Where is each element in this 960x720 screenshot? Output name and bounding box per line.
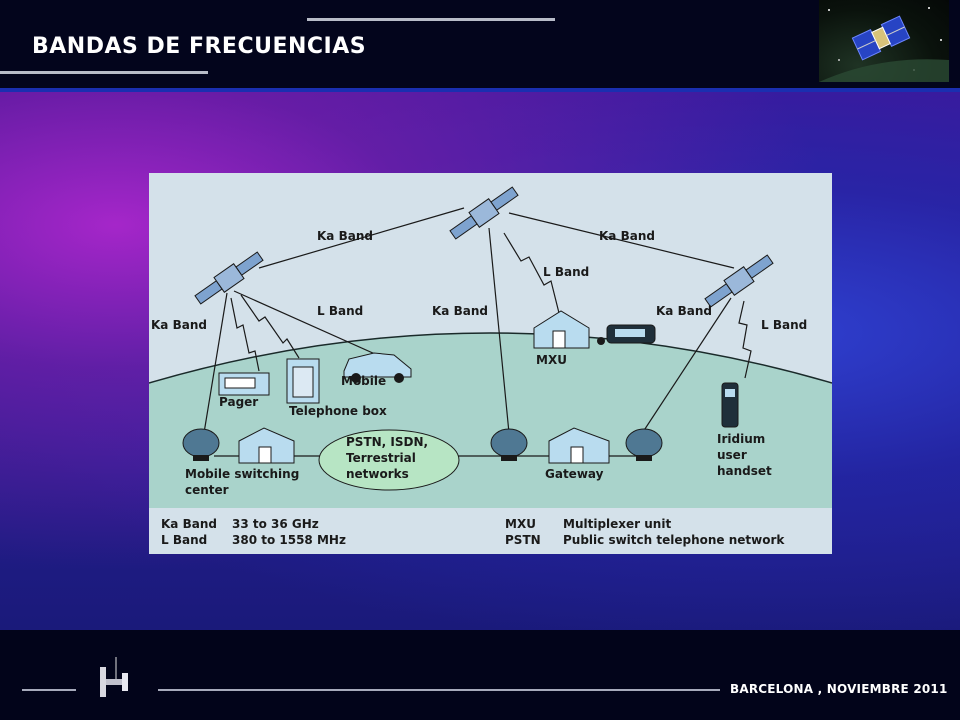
label-pager: Pager: [219, 395, 258, 409]
footer-bar: [0, 630, 960, 720]
legend-background: [149, 508, 832, 554]
pager-icon: [218, 372, 270, 396]
gateway-antenna-right-icon: [625, 428, 663, 461]
pstn-network-icon: [318, 429, 460, 491]
space-station-svg: [100, 657, 128, 697]
mxu-house-icon: [533, 310, 590, 349]
link-ka-right: [638, 297, 732, 439]
label-pstn-line2: Terrestrial: [346, 451, 416, 465]
link-ka-center: [488, 227, 510, 434]
label-ka-top-left: Ka Band: [317, 229, 373, 243]
link-l-handset: [738, 300, 752, 379]
footer-rule-left: [22, 689, 76, 691]
legend-ka-key: Ka Band: [161, 517, 217, 531]
satellite-right-icon: [704, 254, 774, 308]
link-ka-left: [203, 292, 228, 434]
label-l-right: L Band: [761, 318, 807, 332]
label-iridium-line3: handset: [717, 464, 772, 478]
iridium-network-diagram: Ka Band Ka Band L Band L Band Ka Band Ka…: [149, 173, 832, 554]
label-msc-line1: Mobile switching: [185, 467, 299, 481]
label-mxu: MXU: [536, 353, 567, 367]
label-iridium-line2: user: [717, 448, 747, 462]
label-telephone-box: Telephone box: [289, 404, 387, 418]
band-top-rule: [0, 88, 960, 92]
footer-rule-main: [158, 689, 720, 691]
footer-location-date: BARCELONA , NOVIEMBRE 2011: [730, 682, 948, 696]
link-ka-top-left: [258, 207, 465, 269]
label-gateway: Gateway: [545, 467, 604, 481]
msc-antenna-icon: [182, 428, 220, 461]
satellite-thumbnail: [819, 0, 949, 82]
label-ka-left: Ka Band: [151, 318, 207, 332]
satellite-center-icon: [449, 186, 519, 240]
link-l-phonebox: [240, 294, 300, 359]
link-l-mxu: [503, 232, 560, 314]
iridium-handset-icon: [721, 382, 739, 428]
label-mobile: Mobile: [341, 374, 386, 388]
satellite-icon: [819, 7, 949, 82]
legend-pstn-key: PSTN: [505, 533, 541, 547]
label-msc-line2: center: [185, 483, 229, 497]
earth-surface: [149, 333, 832, 554]
slide-title: BANDAS DE FRECUENCIAS: [32, 34, 367, 59]
label-pstn-line1: PSTN, ISDN,: [346, 435, 428, 449]
header-rule-bottom: [0, 71, 208, 74]
mobile-car-icon: [343, 352, 412, 383]
link-l-pager: [230, 297, 260, 372]
label-l-center: L Band: [543, 265, 589, 279]
legend-mxu-value: Multiplexer unit: [563, 517, 671, 531]
satellite-left-icon: [194, 251, 264, 305]
telephone-box-icon: [286, 358, 320, 404]
legend-pstn-value: Public switch telephone network: [563, 533, 785, 547]
label-ka-top-right: Ka Band: [599, 229, 655, 243]
legend-l-key: L Band: [161, 533, 207, 547]
gateway-antenna-center-icon: [490, 428, 528, 461]
link-ka-top-right: [508, 212, 735, 269]
legend-ka-value: 33 to 36 GHz: [232, 517, 319, 531]
label-iridium-line1: Iridium: [717, 432, 765, 446]
links-layer: [203, 207, 752, 457]
msc-building-icon: [238, 427, 295, 464]
gateway-building-icon: [548, 427, 610, 464]
legend-mxu-key: MXU: [505, 517, 536, 531]
space-station-icon: [92, 655, 136, 705]
legend-l-value: 380 to 1558 MHz: [232, 533, 346, 547]
header-rule-top: [307, 18, 555, 21]
earth-horizon: [149, 332, 832, 384]
label-ka-right: Ka Band: [656, 304, 712, 318]
header-bar: [0, 0, 960, 90]
network-diagram-svg: Ka Band Ka Band L Band L Band Ka Band Ka…: [149, 186, 832, 554]
label-pstn-line3: networks: [346, 467, 409, 481]
label-ka-center: Ka Band: [432, 304, 488, 318]
link-l-mobile: [233, 290, 385, 359]
label-l-left: L Band: [317, 304, 363, 318]
multiplexer-unit-icon: [597, 324, 656, 345]
